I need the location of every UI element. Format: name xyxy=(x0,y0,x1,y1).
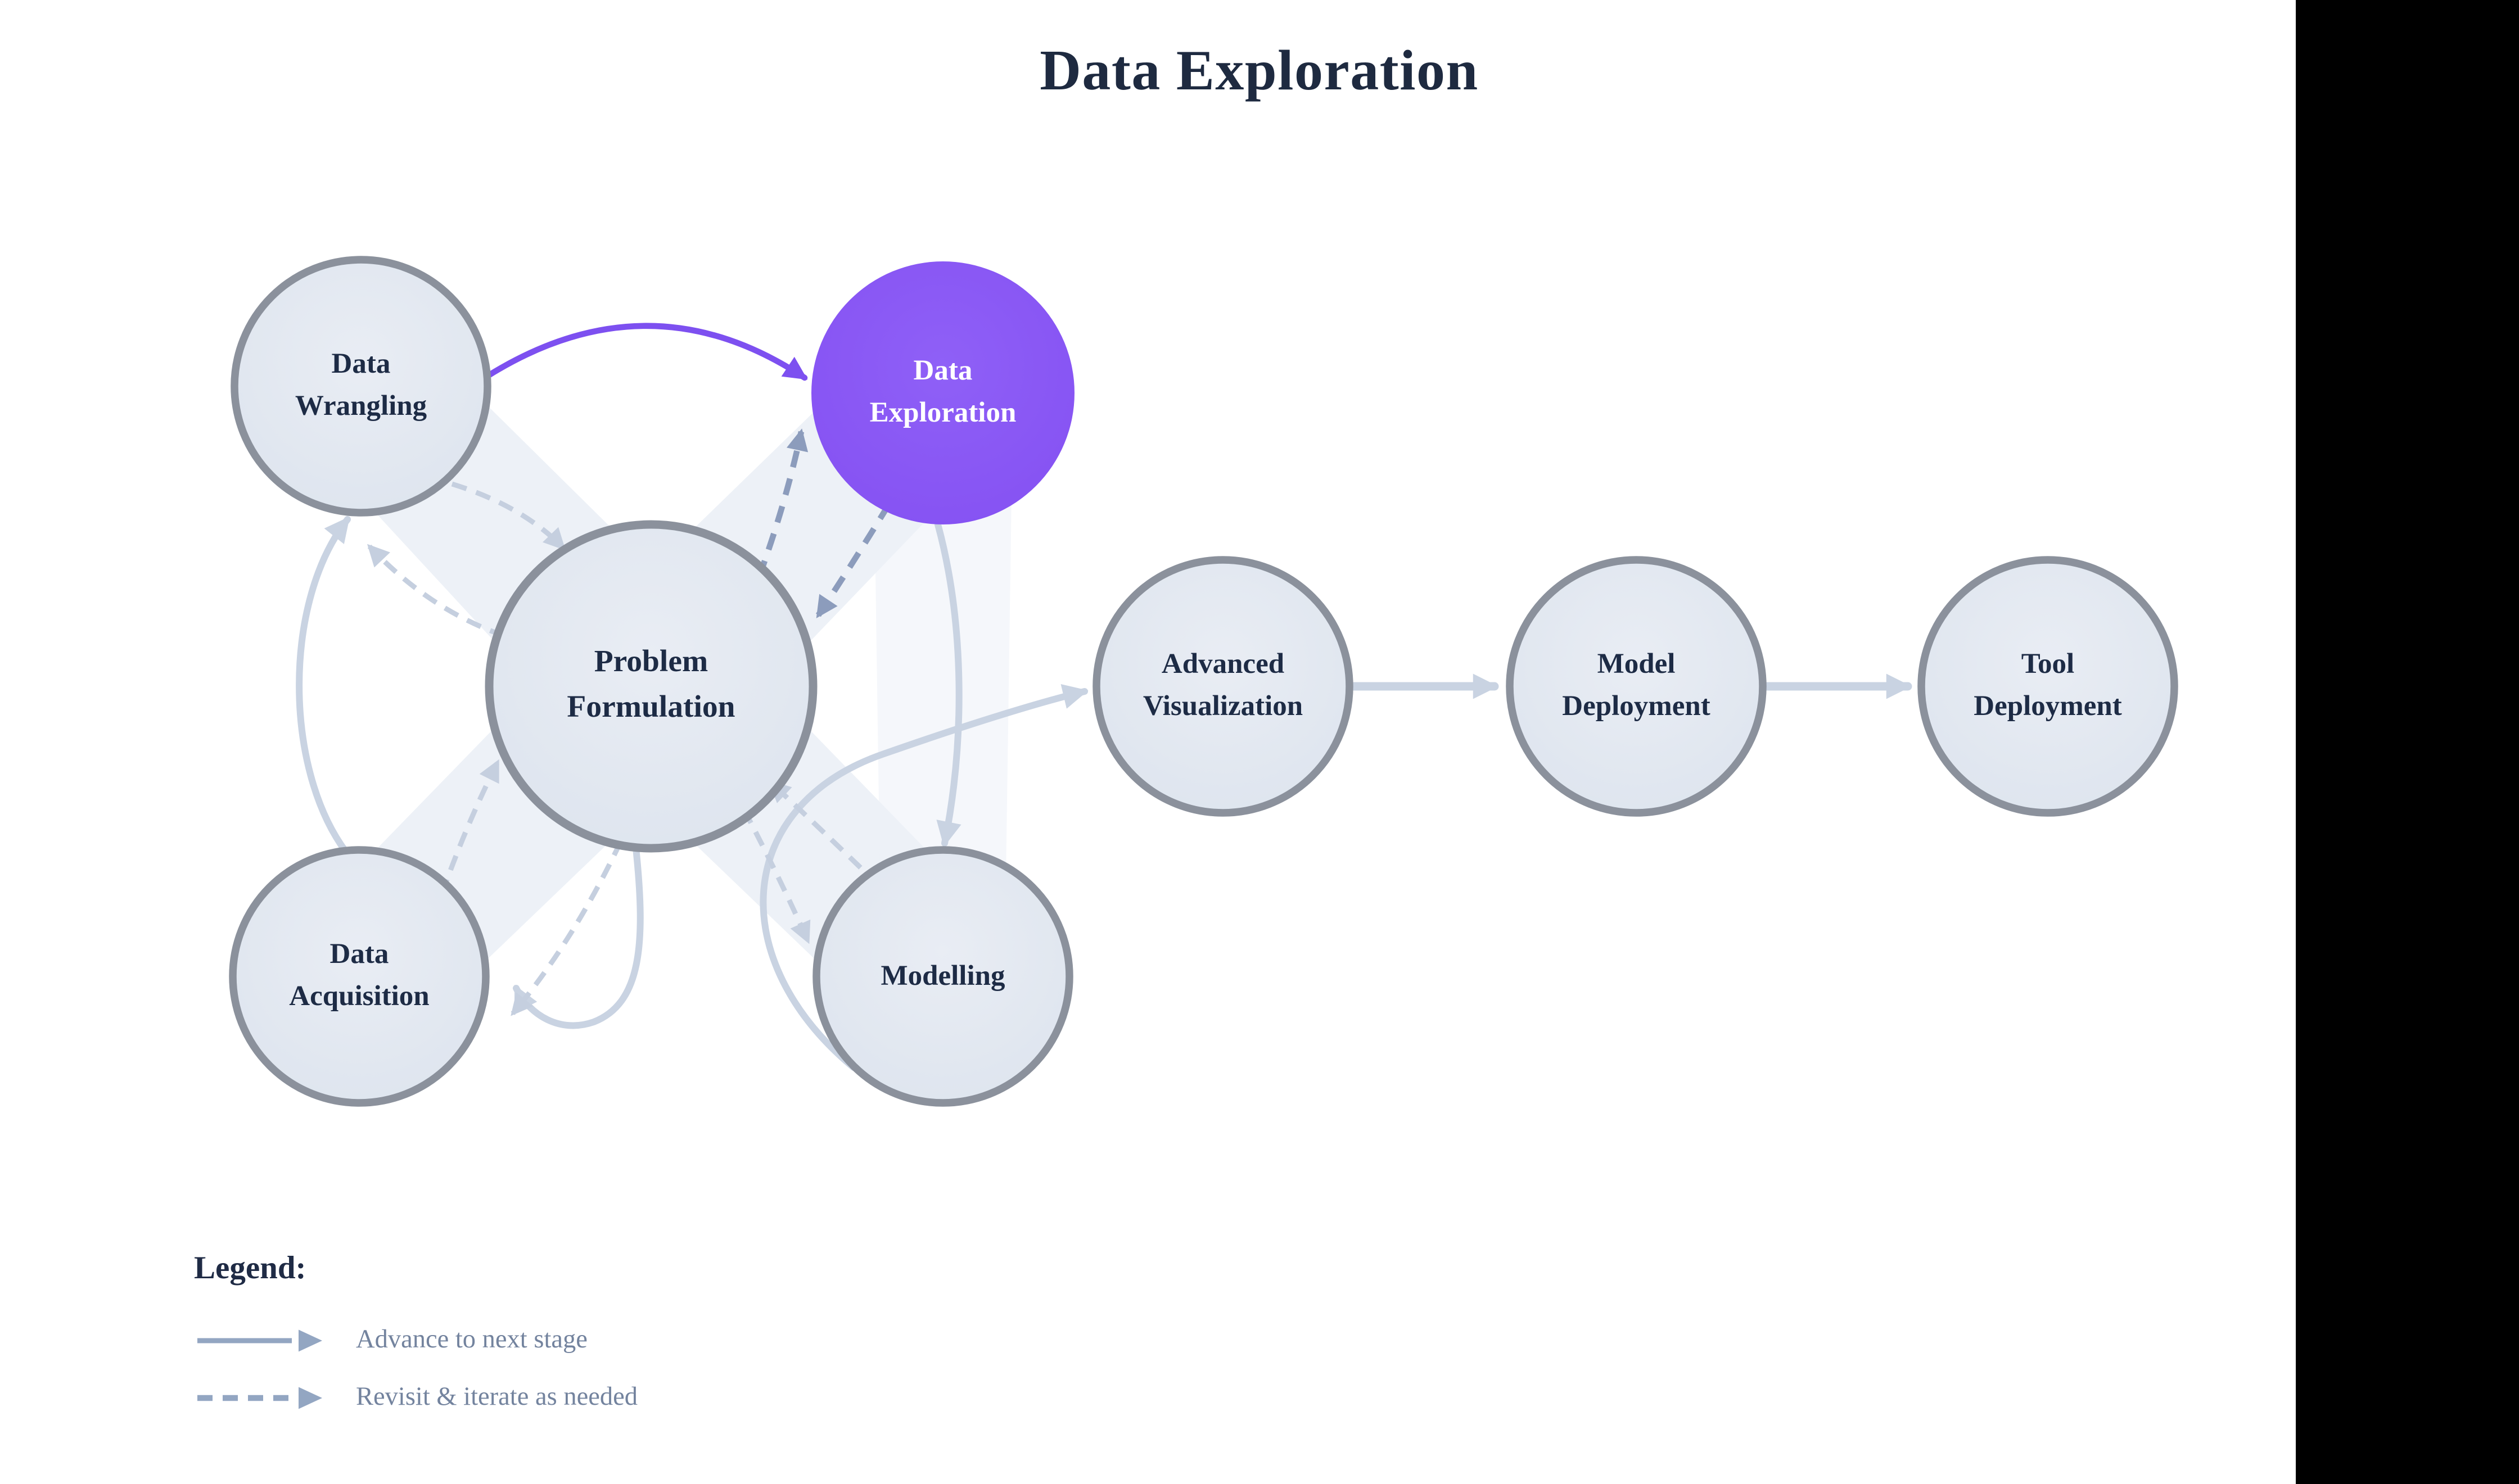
edge-formulation-to-acquisition-dashed xyxy=(511,840,624,1016)
edge-exploration-to-modelling xyxy=(935,521,963,847)
node-label-line: Tool xyxy=(2021,648,2075,681)
edge-modelling-to-visualization xyxy=(760,684,1089,1071)
edge-exploration-to-formulation-dashed xyxy=(815,503,892,618)
legend-item-label: Revisit & iterate as needed xyxy=(356,1383,638,1411)
revisit-arrows-light xyxy=(367,481,881,1016)
wedge-exploration-modelling xyxy=(874,455,1012,919)
revisit-arrows-dark xyxy=(756,428,892,618)
node-label-line: Acquisition xyxy=(289,980,430,1012)
node-label-line: Data xyxy=(913,355,973,387)
node-advanced-visualization xyxy=(1093,556,1353,817)
edge-formulation-to-acquisition xyxy=(513,845,644,1029)
legend: Legend: Advance to next stage Revisit & … xyxy=(194,1251,638,1427)
node-label-line: Advanced xyxy=(1161,648,1285,681)
edge-wrangling-to-formulation-dashed xyxy=(451,481,566,551)
node-label-model-deployment: Model Deployment xyxy=(1510,602,1763,771)
edge-wrangling-to-exploration-highlighted xyxy=(484,323,808,381)
node-label-data-wrangling: Data Wrangling xyxy=(234,302,487,470)
dashed-arrow-icon xyxy=(197,1387,322,1409)
node-label-advanced-visualization: Advanced Visualization xyxy=(1096,602,1349,771)
node-label-line: Deployment xyxy=(1974,690,2122,722)
advance-arrows xyxy=(296,516,1912,1071)
legend-heading: Legend: xyxy=(194,1251,306,1287)
edge-modelling-to-formulation-dashed xyxy=(768,780,881,888)
node-label-line: Data xyxy=(331,348,391,381)
node-label-data-acquisition: Data Acquisition xyxy=(233,892,486,1061)
edge-formulation-to-wrangling-dashed xyxy=(367,544,505,639)
legend-item-revisit: Revisit & iterate as needed xyxy=(194,1369,638,1427)
node-label-problem-formulation: Problem Formulation xyxy=(499,594,803,779)
node-label-line: Exploration xyxy=(869,396,1017,428)
legend-item-label: Advance to next stage xyxy=(356,1325,588,1354)
node-label-line: Problem xyxy=(594,646,708,680)
edge-acquisition-to-wrangling xyxy=(296,516,351,855)
node-problem-formulation xyxy=(485,520,818,853)
nodes xyxy=(229,256,2178,1107)
legend-item-advance: Advance to next stage xyxy=(194,1312,638,1369)
solid-arrow-icon xyxy=(197,1329,322,1352)
node-label-line: Modelling xyxy=(881,959,1005,992)
page-title: Data Exploration xyxy=(1040,40,1479,103)
node-label-modelling: Modelling xyxy=(816,892,1069,1061)
node-data-exploration-highlighted xyxy=(811,261,1075,524)
letterbox-right xyxy=(2296,0,2519,1484)
node-label-line: Data xyxy=(329,938,389,971)
node-label-line: Deployment xyxy=(1562,690,1710,722)
node-label-line: Formulation xyxy=(567,691,735,725)
node-model-deployment xyxy=(1506,556,1767,817)
edge-formulation-to-modelling-dashed xyxy=(742,808,811,944)
node-label-data-exploration: Data Exploration xyxy=(811,309,1075,477)
node-tool-deployment xyxy=(1917,556,2178,817)
node-data-acquisition xyxy=(229,846,490,1107)
node-label-tool-deployment: Tool Deployment xyxy=(1921,602,2174,771)
node-data-wrangling xyxy=(231,256,491,517)
node-label-line: Wrangling xyxy=(295,390,427,422)
node-label-line: Model xyxy=(1597,648,1676,681)
node-label-line: Visualization xyxy=(1143,690,1303,722)
node-modelling xyxy=(812,846,1073,1107)
